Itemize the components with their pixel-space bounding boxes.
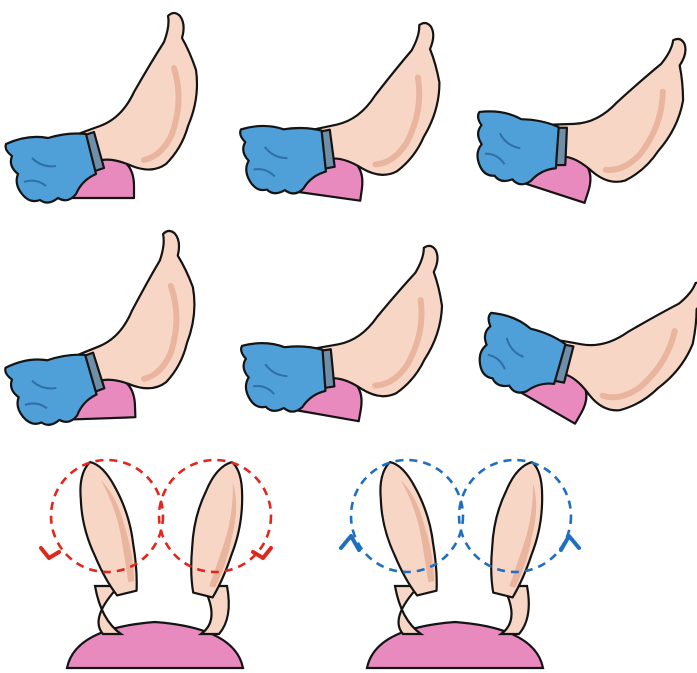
ankle-flex-poses <box>1 0 697 459</box>
ankle-pose-pose-6 <box>462 199 697 459</box>
foot-front-view <box>477 455 556 601</box>
leg <box>197 584 230 636</box>
ankle-pose-pose-3 <box>461 0 697 227</box>
arrowhead-icon <box>39 546 61 560</box>
ankle-pose-pose-2 <box>232 0 448 214</box>
foot-front-view <box>68 455 147 601</box>
leg <box>93 584 125 636</box>
foot-front-view <box>368 455 447 601</box>
leg <box>497 584 530 636</box>
rotation-group-rotation-outward <box>339 455 581 670</box>
rotation-circle-arrow <box>457 458 573 574</box>
leg <box>393 584 425 636</box>
rotation-group-rotation-inward <box>39 455 273 670</box>
ankle-pose-pose-5 <box>231 217 452 437</box>
rotation-circle-arrow <box>349 458 465 574</box>
rotation-circle-arrow <box>157 458 273 574</box>
rotation-circle-arrow <box>49 458 165 574</box>
arrowhead-icon <box>251 546 273 560</box>
ankle-rotation-groups <box>39 455 581 670</box>
ankle-pose-pose-4 <box>1 230 199 426</box>
foot-front-view <box>177 455 256 601</box>
arrowhead-icon <box>339 534 361 552</box>
ankle-pose-pose-1 <box>6 13 197 203</box>
arrowhead-icon <box>559 534 581 552</box>
